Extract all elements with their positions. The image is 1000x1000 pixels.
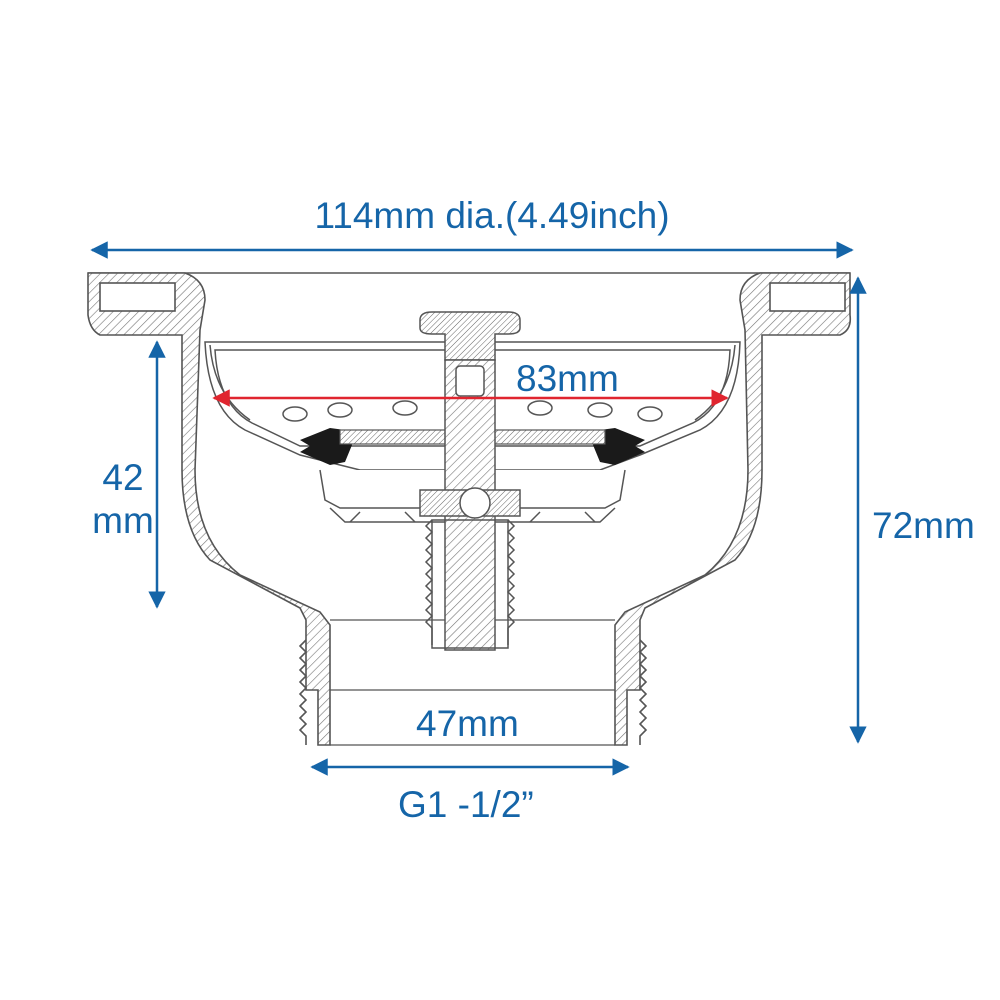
basket-diameter-label: 83mm [516, 358, 619, 399]
outlet-thread-left [298, 639, 308, 745]
flange-recess-left [99, 282, 176, 312]
basket-base-teeth [349, 511, 596, 523]
basket-depth-label: 42 mm [88, 456, 158, 542]
basket-rim-right [694, 344, 736, 421]
basket-depth-unit: mm [92, 500, 154, 541]
stem-ball [459, 487, 491, 519]
outlet-thread-right [638, 639, 648, 745]
thread-spec-label: G1 -1/2” [398, 784, 534, 825]
housing-left-wall [87, 272, 331, 746]
basket-inner [214, 349, 731, 447]
gasket-right [593, 428, 645, 465]
stem-knob [419, 311, 521, 361]
overall-diameter-label: 114mm dia.(4.49inch) [314, 195, 670, 236]
strainer-housing [87, 272, 852, 746]
flange-recess-right [769, 282, 846, 312]
housing-right-wall [614, 272, 852, 746]
dimension-lines [90, 241, 867, 776]
stem-thread-left [424, 519, 434, 645]
stem-slot [455, 365, 485, 397]
gasket-left [300, 428, 352, 465]
basket-depth-value: 42 [102, 457, 144, 498]
outlet-diameter-label: 47mm [416, 703, 519, 744]
basket-rim-left [209, 344, 251, 421]
center-stem [419, 311, 521, 651]
stem-thread-right [506, 519, 516, 645]
overall-height-label: 72mm [872, 505, 975, 546]
stem-tail [431, 519, 509, 649]
